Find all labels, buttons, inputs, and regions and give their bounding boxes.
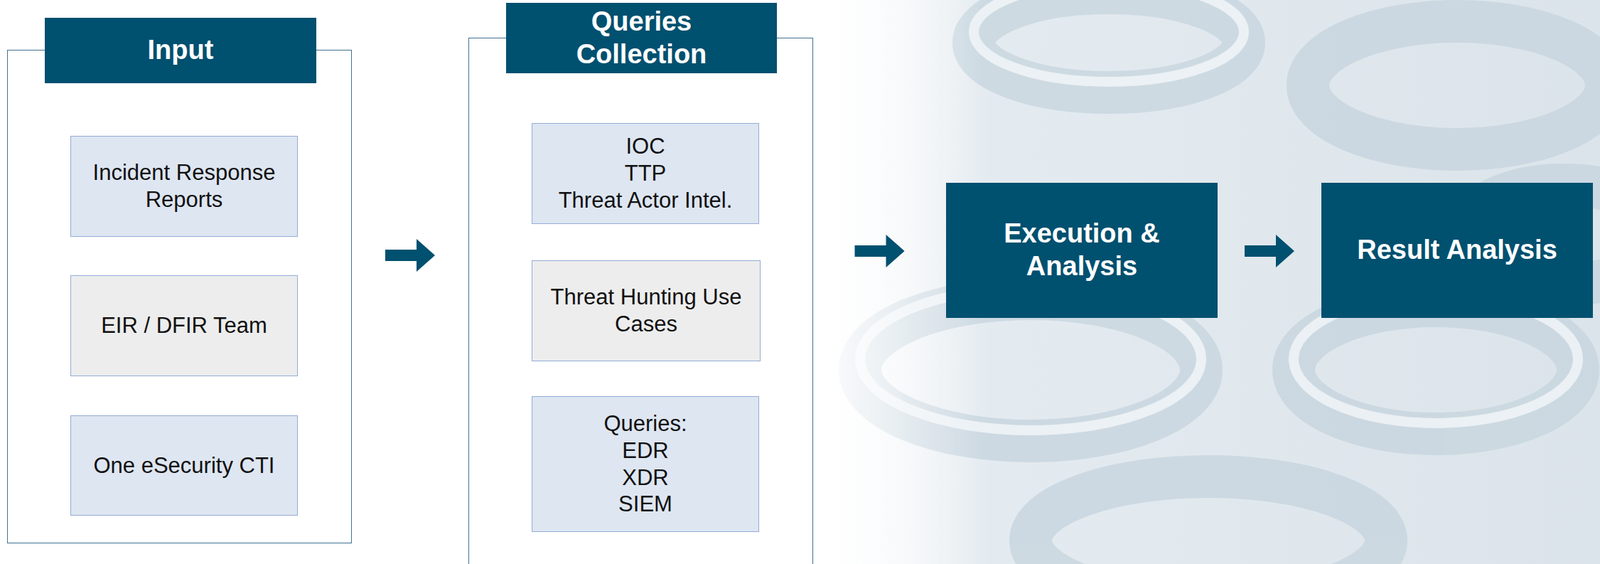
box-label: One eSecurity CTI: [93, 452, 276, 480]
process-box: Result Analysis: [1321, 182, 1593, 318]
group-box: Queries CollectionIOCTTPThreat Actor Int…: [468, 37, 814, 564]
arrow-shape: [385, 238, 436, 272]
flow-arrow: [351, 238, 469, 272]
group-heading: Queries Collection: [549, 5, 735, 71]
box-label: Threat Actor Intel.: [558, 186, 733, 214]
flow-arrow: [1217, 234, 1322, 268]
box-label: IOC: [625, 132, 665, 160]
box-label: TTP: [624, 159, 667, 187]
box-label: Result Analysis: [1356, 233, 1558, 267]
box-label: Execution & Analysis: [975, 217, 1189, 283]
input-box: EIR / DFIR Team: [70, 275, 298, 377]
box-label: Queries:: [603, 410, 687, 438]
arrow-shape: [1244, 234, 1295, 268]
box-label: EDR: [621, 437, 669, 465]
group-box: InputIncident Response ReportsEIR / DFIR…: [7, 49, 352, 544]
query-box: Queries:EDRXDRSIEM: [531, 395, 760, 532]
query-box: Threat Hunting Use Cases: [531, 260, 761, 362]
input-box: Incident Response Reports: [70, 135, 298, 237]
box-label: XDR: [621, 464, 669, 492]
box-label: SIEM: [618, 490, 673, 518]
box-label: Incident Response Reports: [84, 159, 284, 214]
input-box: One eSecurity CTI: [70, 415, 298, 516]
query-box: IOCTTPThreat Actor Intel.: [531, 122, 760, 224]
flow-arrow: [813, 234, 947, 268]
process-box: Execution & Analysis: [946, 182, 1218, 318]
heading-band: Queries Collection: [506, 2, 777, 74]
heading-band: Input: [44, 17, 317, 84]
arrow-shape: [855, 234, 905, 268]
box-label: EIR / DFIR Team: [100, 312, 268, 340]
box-label: Threat Hunting Use Cases: [543, 283, 750, 338]
group-heading: Input: [147, 34, 214, 67]
